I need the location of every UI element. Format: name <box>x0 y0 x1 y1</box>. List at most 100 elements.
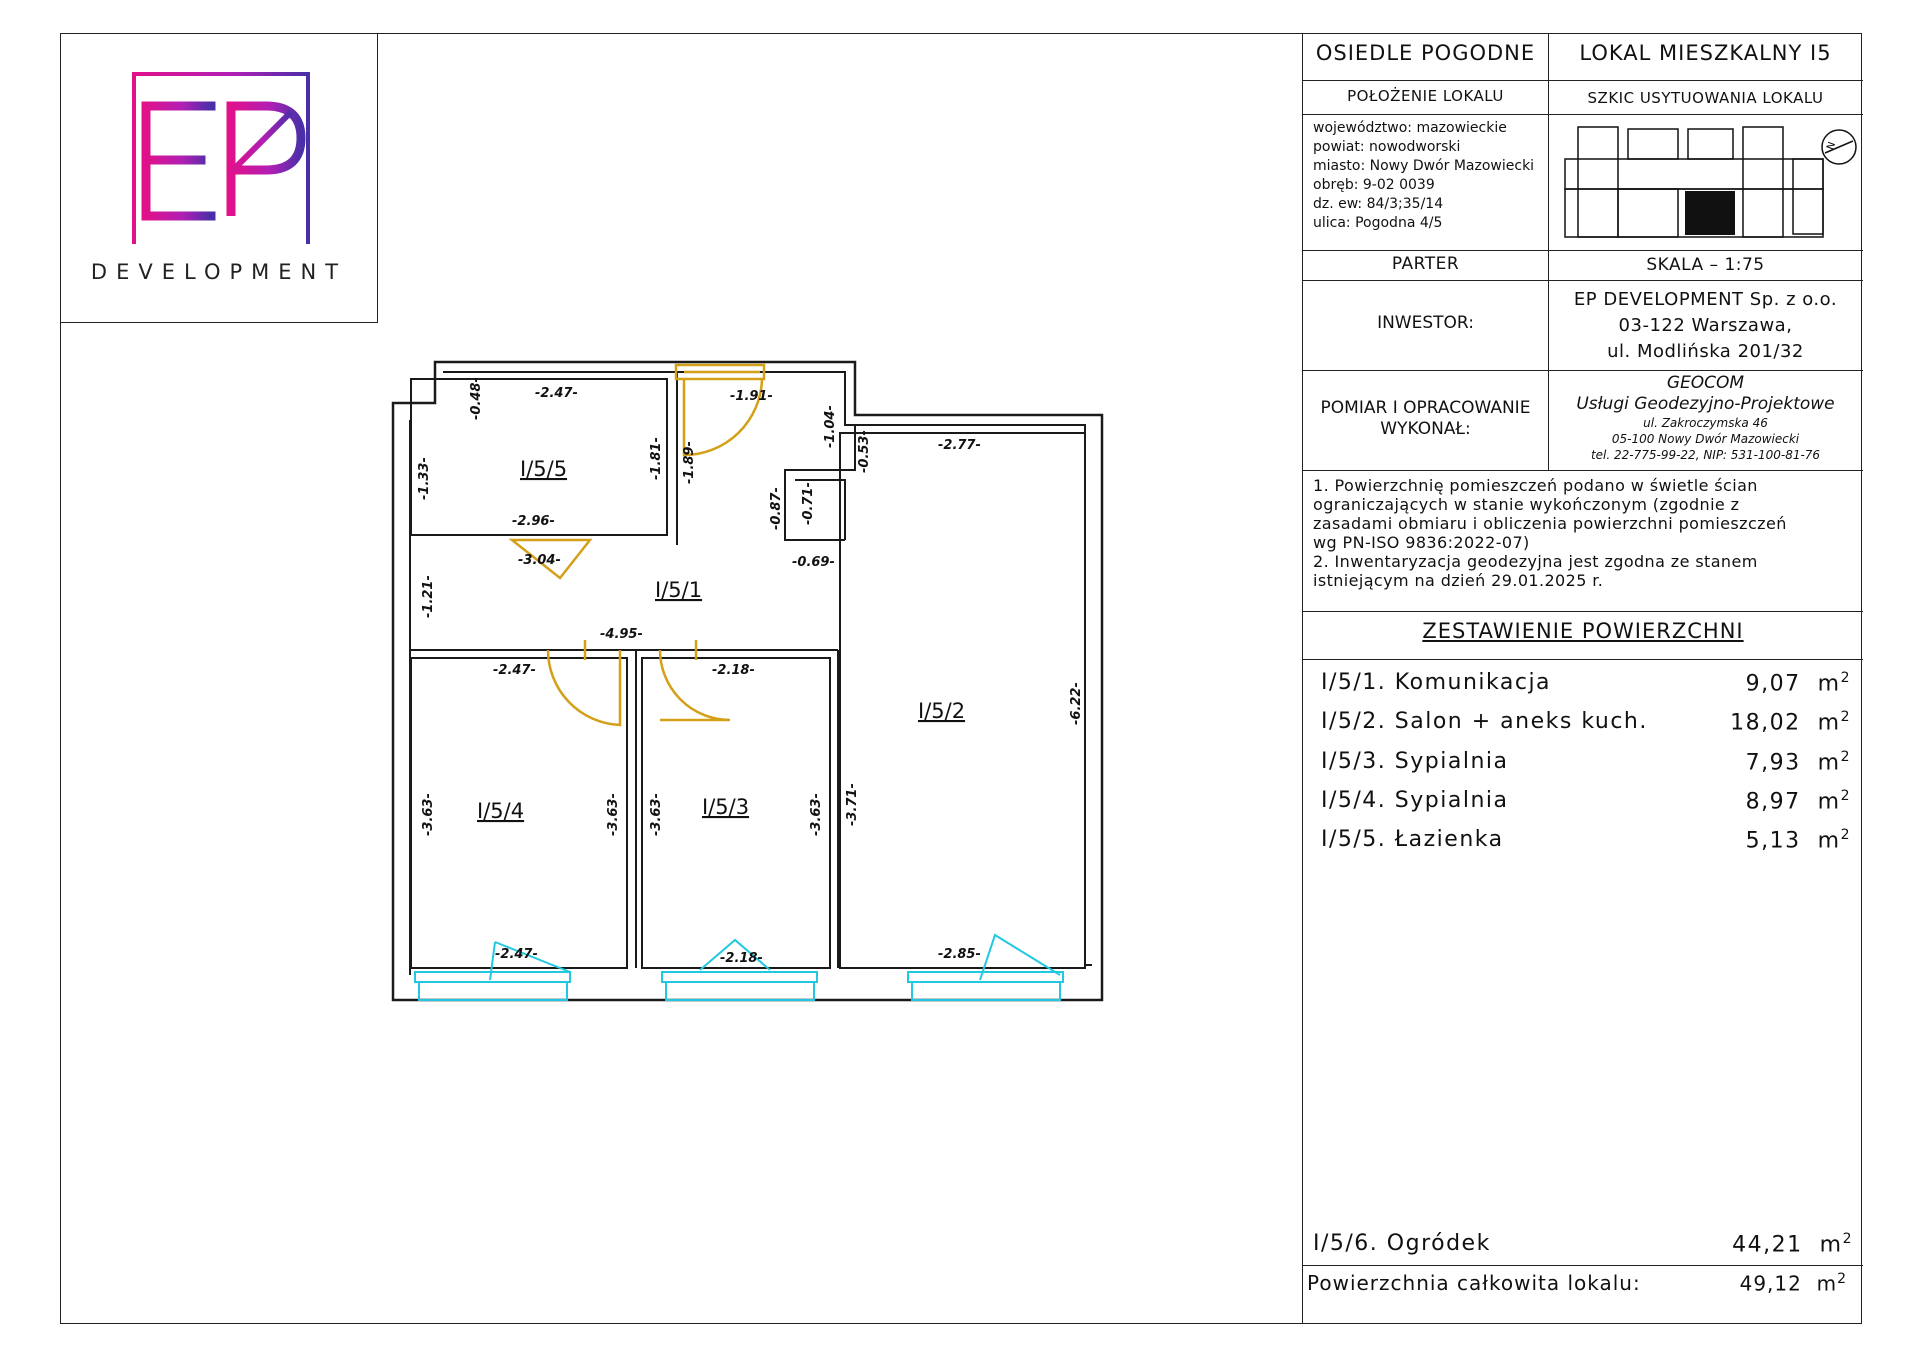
logo-box: DEVELOPMENT <box>60 33 378 323</box>
dim-label: -6.22- <box>1069 682 1084 725</box>
dim-label: -2.47- <box>495 947 538 962</box>
dim-label: -1.04- <box>823 405 838 448</box>
garden-row: I/5/6. Ogródek 44,21 m2 <box>1313 1231 1853 1261</box>
dim-label: -1.33- <box>417 457 432 500</box>
area-name: I/5/5. Łazienka <box>1321 827 1504 852</box>
dim-label: -1.91- <box>730 389 773 404</box>
area-value: 5,13 m2 <box>1745 827 1851 854</box>
room-label-i55: I/5/5 <box>520 457 567 481</box>
area-row: I/5/3. Sypialnia 7,93 m2 <box>1321 749 1851 779</box>
dim-label: -2.47- <box>493 663 536 678</box>
total-value: 49,12 m2 <box>1739 1271 1847 1296</box>
location-line: obręb: 9-02 0039 <box>1313 177 1435 193</box>
room-bathroom <box>410 378 668 536</box>
dim-label: -4.95- <box>600 627 643 642</box>
room-bedroom-4 <box>410 657 628 969</box>
scale-label: SKALA – 1:75 <box>1646 255 1765 275</box>
dim-label: -2.77- <box>938 438 981 453</box>
surveyor-line: ul. Zakroczymska 46 <box>1643 416 1768 430</box>
location-line: ulica: Pogodna 4/5 <box>1313 215 1443 231</box>
survey-label: POMIAR I OPRACOWANIE WYKONAŁ: <box>1303 398 1548 440</box>
dim-label: -0.71- <box>801 482 816 525</box>
area-name: I/5/4. Sypialnia <box>1321 788 1509 813</box>
location-line: miasto: Nowy Dwór Mazowiecki <box>1313 158 1535 174</box>
survey-label-line: POMIAR I OPRACOWANIE <box>1320 398 1531 418</box>
investor-label: INWESTOR: <box>1377 313 1474 333</box>
investor-details: EP DEVELOPMENT Sp. z o.o. 03-122 Warszaw… <box>1548 287 1863 365</box>
area-name: I/5/3. Sypialnia <box>1321 749 1509 774</box>
room-label-i53: I/5/3 <box>702 795 749 819</box>
sketch-header: SZKIC USYTUOWANIA LOKALU <box>1587 89 1824 107</box>
dim-label: -0.53- <box>857 430 872 473</box>
area-name: I/5/6. Ogródek <box>1313 1231 1491 1256</box>
outer-wall <box>391 360 1104 1002</box>
sheet-frame <box>60 33 1862 1324</box>
logo-frame <box>132 72 310 244</box>
location-line: powiat: nowodworski <box>1313 139 1461 155</box>
dim-label: -1.81- <box>649 437 664 480</box>
location-line: województwo: mazowieckie <box>1313 120 1507 136</box>
survey-label-line: WYKONAŁ: <box>1380 419 1471 439</box>
dim-label: -0.48- <box>469 377 484 420</box>
title-block: OSIEDLE POGODNE LOKAL MIESZKALNY I5 POŁO… <box>1302 33 1863 1324</box>
dim-label: -3.63- <box>649 793 664 836</box>
area-row: I/5/2. Salon + aneks kuch. 18,02 m2 <box>1321 709 1851 739</box>
logo-letter-e <box>141 101 216 221</box>
area-name: I/5/1. Komunikacja <box>1321 670 1552 695</box>
doors <box>508 363 766 727</box>
floor-plan: N <box>391 360 1104 1002</box>
surveyor-name: GEOCOM <box>1666 373 1745 393</box>
dim-label: -0.69- <box>792 555 835 570</box>
note-line: wg PN-ISO 9836:2022-07) <box>1313 533 1530 552</box>
investor-line: EP DEVELOPMENT Sp. z o.o. <box>1573 289 1838 310</box>
area-value: 18,02 m2 <box>1730 709 1851 736</box>
total-name: Powierzchnia całkowita lokalu: <box>1307 1271 1641 1295</box>
note-line: 2. Inwentaryzacja geodezyjna jest zgodna… <box>1313 552 1758 571</box>
dim-label: -3.63- <box>421 793 436 836</box>
ep-logo <box>132 72 310 244</box>
room-bedroom-3 <box>641 657 831 969</box>
room-label-i52: I/5/2 <box>918 699 965 723</box>
surveyor-details: GEOCOM Usługi Geodezyjno-Projektowe ul. … <box>1548 373 1863 463</box>
dim-label: -2.96- <box>512 514 555 529</box>
area-row: I/5/4. Sypialnia 8,97 m2 <box>1321 788 1851 818</box>
note-line: istniejącym na dzień 29.01.2025 r. <box>1313 571 1604 590</box>
dim-label: -2.18- <box>720 951 763 966</box>
unit-name: LOKAL MIESZKALNY I5 <box>1579 41 1832 65</box>
investor-line: ul. Modlińska 201/32 <box>1607 341 1804 362</box>
dim-label: -0.87- <box>769 487 784 530</box>
room-living <box>839 432 1086 969</box>
note-line: ograniczających w stanie wykończonym (zg… <box>1313 495 1740 514</box>
logo-slash <box>226 109 294 177</box>
area-name: I/5/2. Salon + aneks kuch. <box>1321 709 1648 734</box>
estate-name: OSIEDLE POGODNE <box>1315 41 1536 65</box>
dim-label: -2.85- <box>938 947 981 962</box>
surveyor-line: Usługi Geodezyjno-Projektowe <box>1576 394 1835 414</box>
windows <box>414 933 1064 1001</box>
areas-title: ZESTAWIENIE POWIERZCHNI <box>1422 619 1744 643</box>
room-label-i51: I/5/1 <box>655 578 702 602</box>
dim-label: -3.63- <box>809 793 824 836</box>
site-sketch: N <box>1564 126 1857 238</box>
note-line: 1. Powierzchnię pomieszczeń podano w świ… <box>1313 476 1758 495</box>
dim-label: -2.47- <box>535 386 578 401</box>
surveyor-line: 05-100 Nowy Dwór Mazowiecki <box>1611 432 1800 446</box>
dim-label: -1.89- <box>682 441 697 484</box>
investor-line: 03-122 Warszawa, <box>1618 315 1793 336</box>
logo-subtitle: DEVELOPMENT <box>90 260 348 284</box>
surveyor-line: tel. 22-775-99-22, NIP: 531-100-81-76 <box>1590 448 1821 462</box>
area-value: 8,97 m2 <box>1745 788 1851 815</box>
dim-label: -3.04- <box>518 553 561 568</box>
svg-text:N: N <box>1825 141 1838 152</box>
floor-label: PARTER <box>1391 254 1460 274</box>
location-details: województwo: mazowieckie powiat: nowodwo… <box>1303 119 1548 233</box>
dim-label: -2.18- <box>712 663 755 678</box>
dim-label: -3.63- <box>606 793 621 836</box>
area-value: 44,21 m2 <box>1732 1231 1853 1258</box>
area-value: 7,93 m2 <box>1745 749 1851 776</box>
area-row: I/5/5. Łazienka 5,13 m2 <box>1321 827 1851 857</box>
note-line: zasadami obmiaru i obliczenia powierzchn… <box>1313 514 1787 533</box>
logo-letter-p <box>226 101 306 216</box>
dim-label: -1.21- <box>421 575 436 618</box>
location-line: dz. ew: 84/3;35/14 <box>1313 196 1444 212</box>
